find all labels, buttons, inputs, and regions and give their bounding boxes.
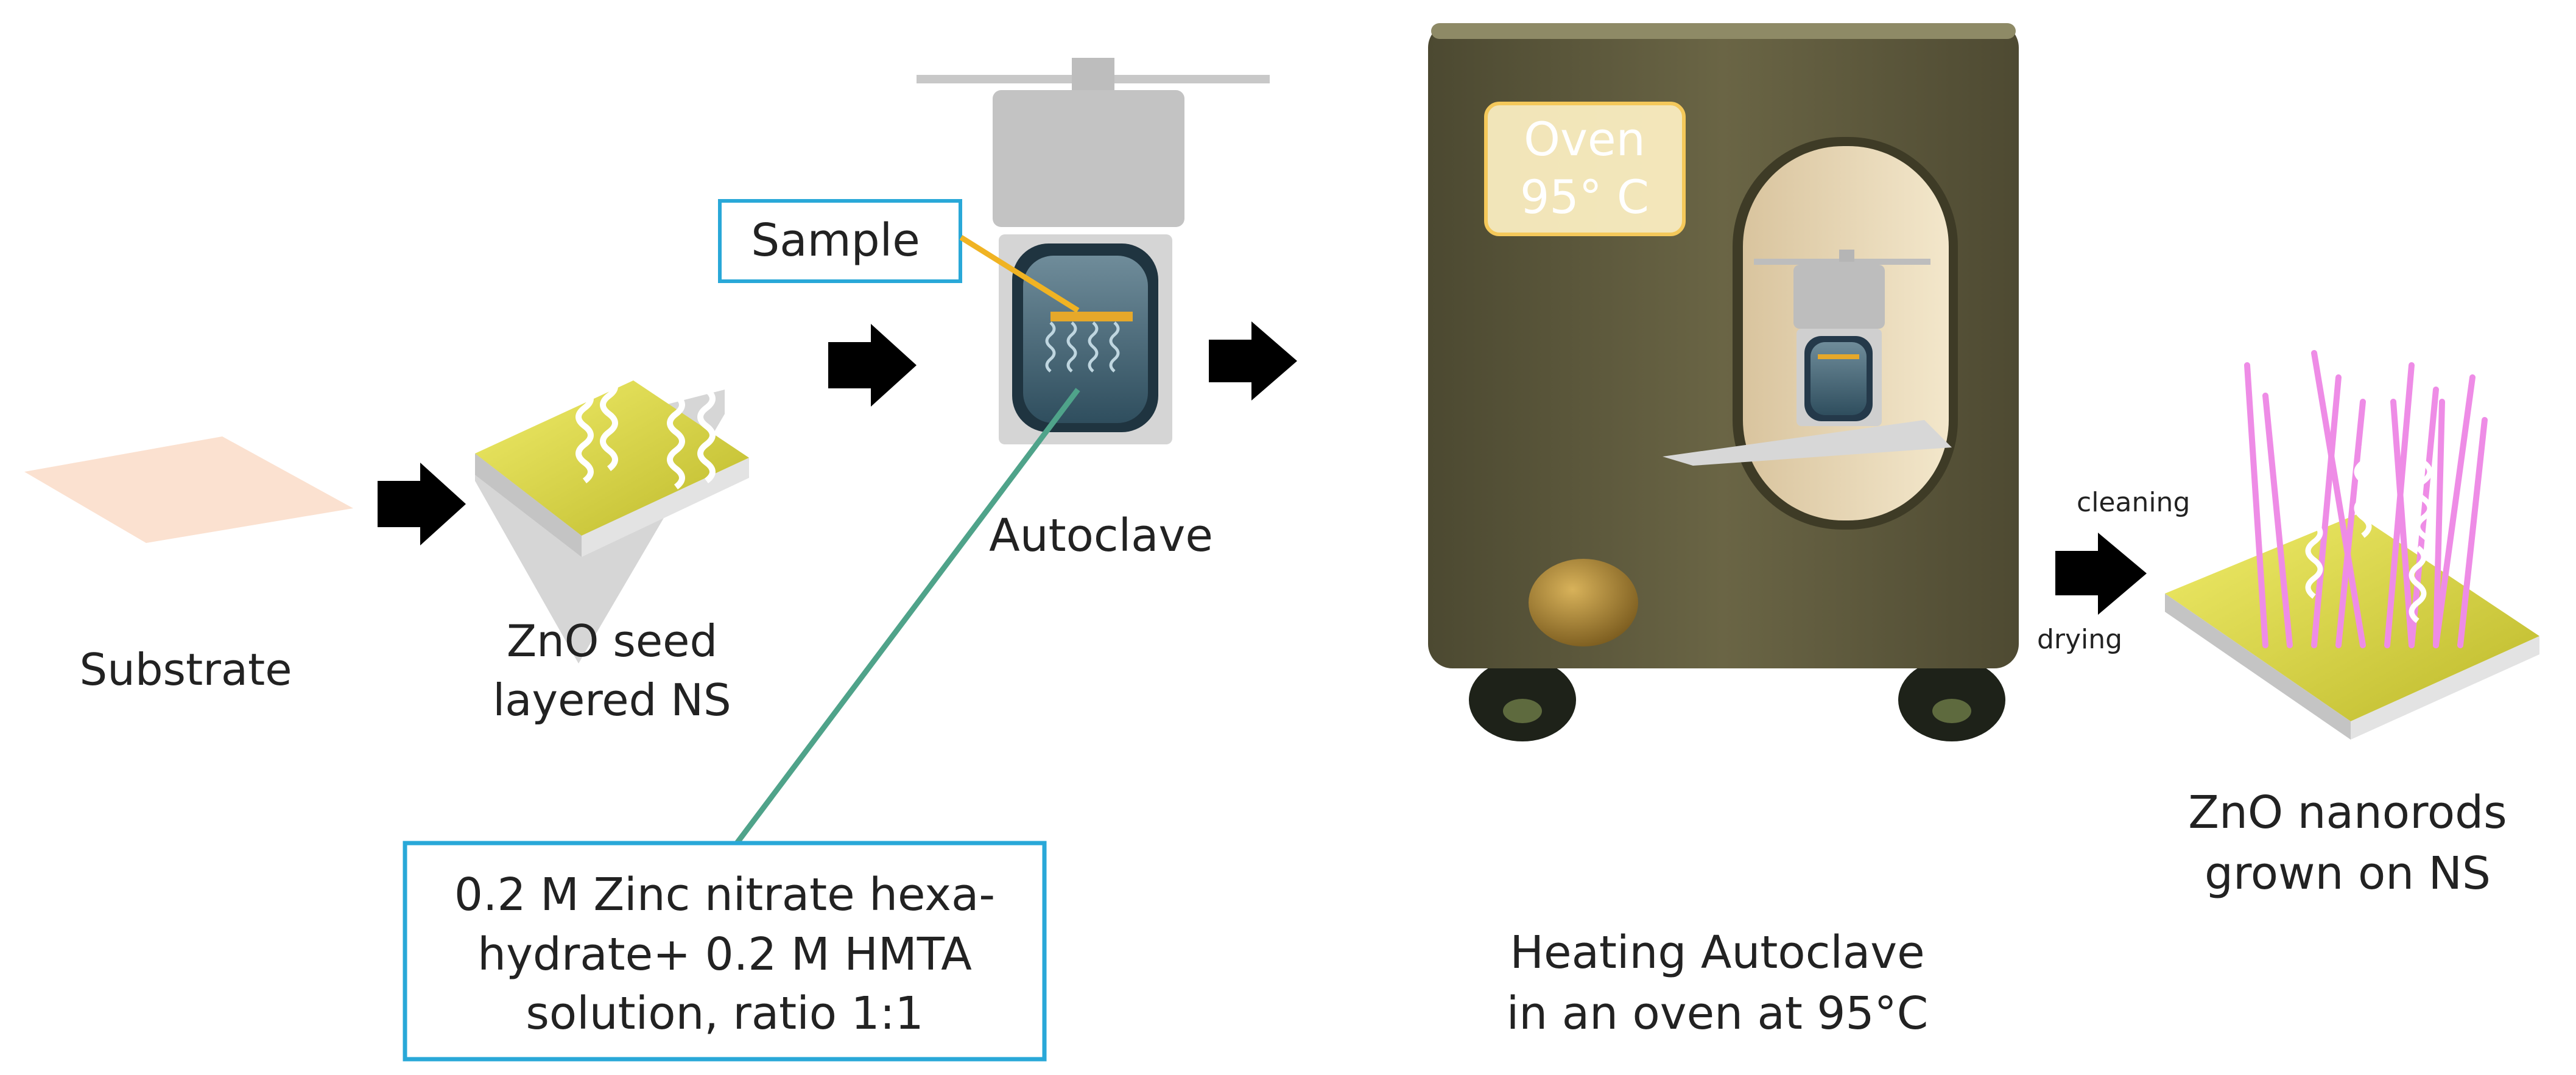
cleaning-label: cleaning bbox=[2077, 487, 2190, 518]
seed-label-line1: ZnO seed bbox=[507, 615, 717, 667]
substrate-sheet bbox=[24, 436, 353, 543]
arrow-3 bbox=[1209, 321, 1297, 401]
sample-label-box bbox=[718, 199, 962, 283]
autoclave-label: Autoclave bbox=[989, 509, 1213, 562]
seed-spring-icons bbox=[575, 375, 716, 489]
nanorods-label-line2: grown on NS bbox=[2205, 847, 2491, 900]
sample-in-autoclave bbox=[1050, 312, 1133, 321]
solution-label-line2: hydrate+ 0.2 M HMTA bbox=[477, 928, 972, 981]
solution-label-box bbox=[403, 841, 1047, 1062]
sample-label: Sample bbox=[751, 214, 920, 267]
autoclave-icon bbox=[917, 58, 1270, 444]
oven-label-line1: Oven bbox=[1524, 112, 1645, 166]
substrate-label: Substrate bbox=[79, 644, 292, 695]
nanorod-spring-icons bbox=[2305, 442, 2433, 623]
arrow-1 bbox=[378, 463, 466, 545]
solution-pointer bbox=[734, 388, 1080, 845]
seed-label-line2: layered NS bbox=[493, 674, 731, 726]
arrow-4 bbox=[2055, 533, 2147, 615]
nanorods-plate bbox=[2165, 350, 2539, 740]
solution-label-line3: solution, ratio 1:1 bbox=[526, 987, 923, 1040]
nanorods-label-line1: ZnO nanorods bbox=[2188, 786, 2507, 839]
drying-label: drying bbox=[2037, 624, 2122, 655]
sample-pointer bbox=[959, 235, 1080, 313]
oven-icon bbox=[1428, 23, 2019, 741]
heating-label-line2: in an oven at 95°C bbox=[1507, 987, 1929, 1040]
heating-label-line1: Heating Autoclave bbox=[1510, 926, 1924, 979]
oven-label-line2: 95° C bbox=[1520, 170, 1649, 224]
seed-layered-ns-plate bbox=[475, 375, 749, 664]
oven-label-box bbox=[1484, 102, 1686, 236]
arrow-2 bbox=[828, 324, 917, 407]
solution-label-line1: 0.2 M Zinc nitrate hexa- bbox=[454, 869, 995, 921]
